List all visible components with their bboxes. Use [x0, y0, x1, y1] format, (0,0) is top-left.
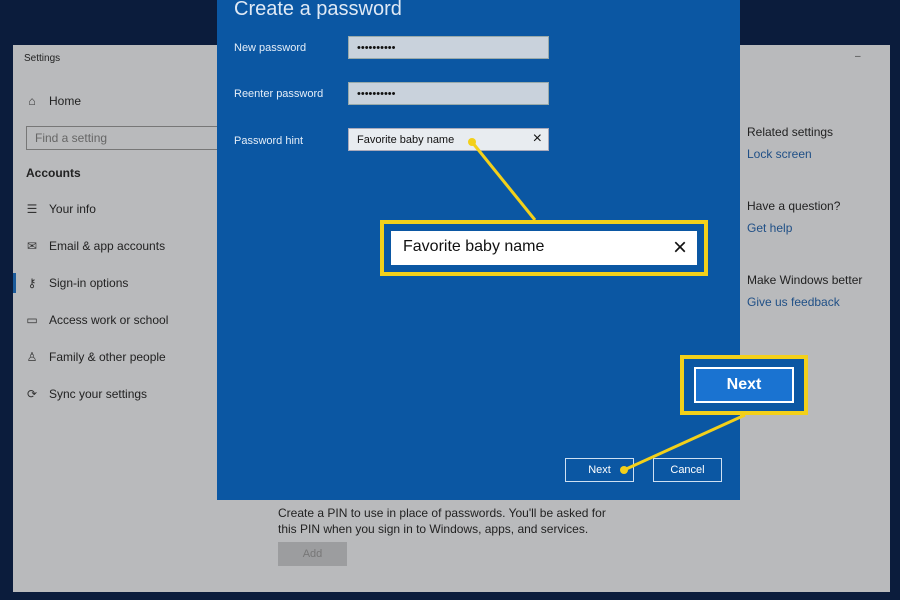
get-help-link[interactable]: Get help [747, 221, 793, 235]
sidebar-item-email[interactable]: ✉ Email & app accounts [25, 239, 165, 253]
password-hint-input[interactable]: Favorite baby name × [348, 128, 549, 151]
key-icon: ⚷ [27, 276, 37, 290]
sidebar-item-home[interactable]: ⌂ Home [25, 94, 81, 108]
pin-description: Create a PIN to use in place of password… [278, 506, 606, 536]
minimize-button[interactable]: – [855, 51, 861, 62]
add-pin-button[interactable]: Add [278, 542, 347, 566]
nav-label: Email & app accounts [49, 239, 166, 253]
cancel-button[interactable]: Cancel [653, 458, 722, 482]
nav-label: Sign-in options [49, 276, 129, 290]
dialog-title: Create a password [234, 0, 402, 20]
hint-callout: Favorite baby name × [380, 220, 708, 276]
sidebar-item-family[interactable]: ♙ Family & other people [25, 350, 166, 364]
lock-screen-link[interactable]: Lock screen [747, 147, 812, 161]
feedback-link[interactable]: Give us feedback [747, 295, 840, 309]
briefcase-icon: ▭ [26, 313, 38, 327]
feedback-heading: Make Windows better [747, 273, 863, 287]
mail-icon: ✉ [26, 239, 38, 253]
hint-callout-text: Favorite baby name [403, 238, 545, 255]
next-callout-dot [620, 466, 628, 474]
new-password-input[interactable]: •••••••••• [348, 36, 549, 59]
window-title: Settings [24, 53, 61, 64]
clear-icon[interactable]: × [532, 130, 542, 147]
nav-label: Access work or school [49, 313, 169, 327]
selected-indicator [13, 273, 16, 293]
section-heading: Accounts [26, 166, 81, 180]
nav-label: Your info [49, 202, 96, 216]
reenter-password-input[interactable]: •••••••••• [348, 82, 549, 105]
next-callout-line [623, 413, 746, 472]
next-button[interactable]: Next [565, 458, 634, 482]
person-card-icon: ☰ [26, 202, 38, 216]
new-password-label: New password [234, 42, 307, 54]
hint-callout-line [470, 141, 537, 221]
sync-icon: ⟳ [26, 387, 38, 401]
person-icon: ♙ [26, 350, 38, 364]
hint-callout-field: Favorite baby name × [391, 231, 697, 265]
password-hint-label: Password hint [234, 135, 304, 147]
sidebar-item-work[interactable]: ▭ Access work or school [25, 313, 168, 327]
sidebar-item-sign-in[interactable]: ⚷ Sign-in options [25, 276, 129, 290]
next-callout: Next [680, 355, 808, 415]
sidebar-item-sync[interactable]: ⟳ Sync your settings [25, 387, 147, 401]
hint-value: Favorite baby name [357, 134, 455, 146]
nav-label: Family & other people [49, 350, 166, 364]
nav-label: Sync your settings [49, 387, 148, 401]
hint-callout-dot [468, 138, 476, 146]
next-callout-button: Next [694, 367, 794, 403]
related-heading: Related settings [747, 125, 834, 139]
home-icon: ⌂ [28, 94, 36, 108]
sidebar-item-your-info[interactable]: ☰ Your info [25, 202, 96, 216]
reenter-password-label: Reenter password [234, 88, 324, 100]
close-icon: × [672, 234, 687, 261]
question-heading: Have a question? [747, 199, 841, 213]
home-label: Home [49, 94, 82, 108]
